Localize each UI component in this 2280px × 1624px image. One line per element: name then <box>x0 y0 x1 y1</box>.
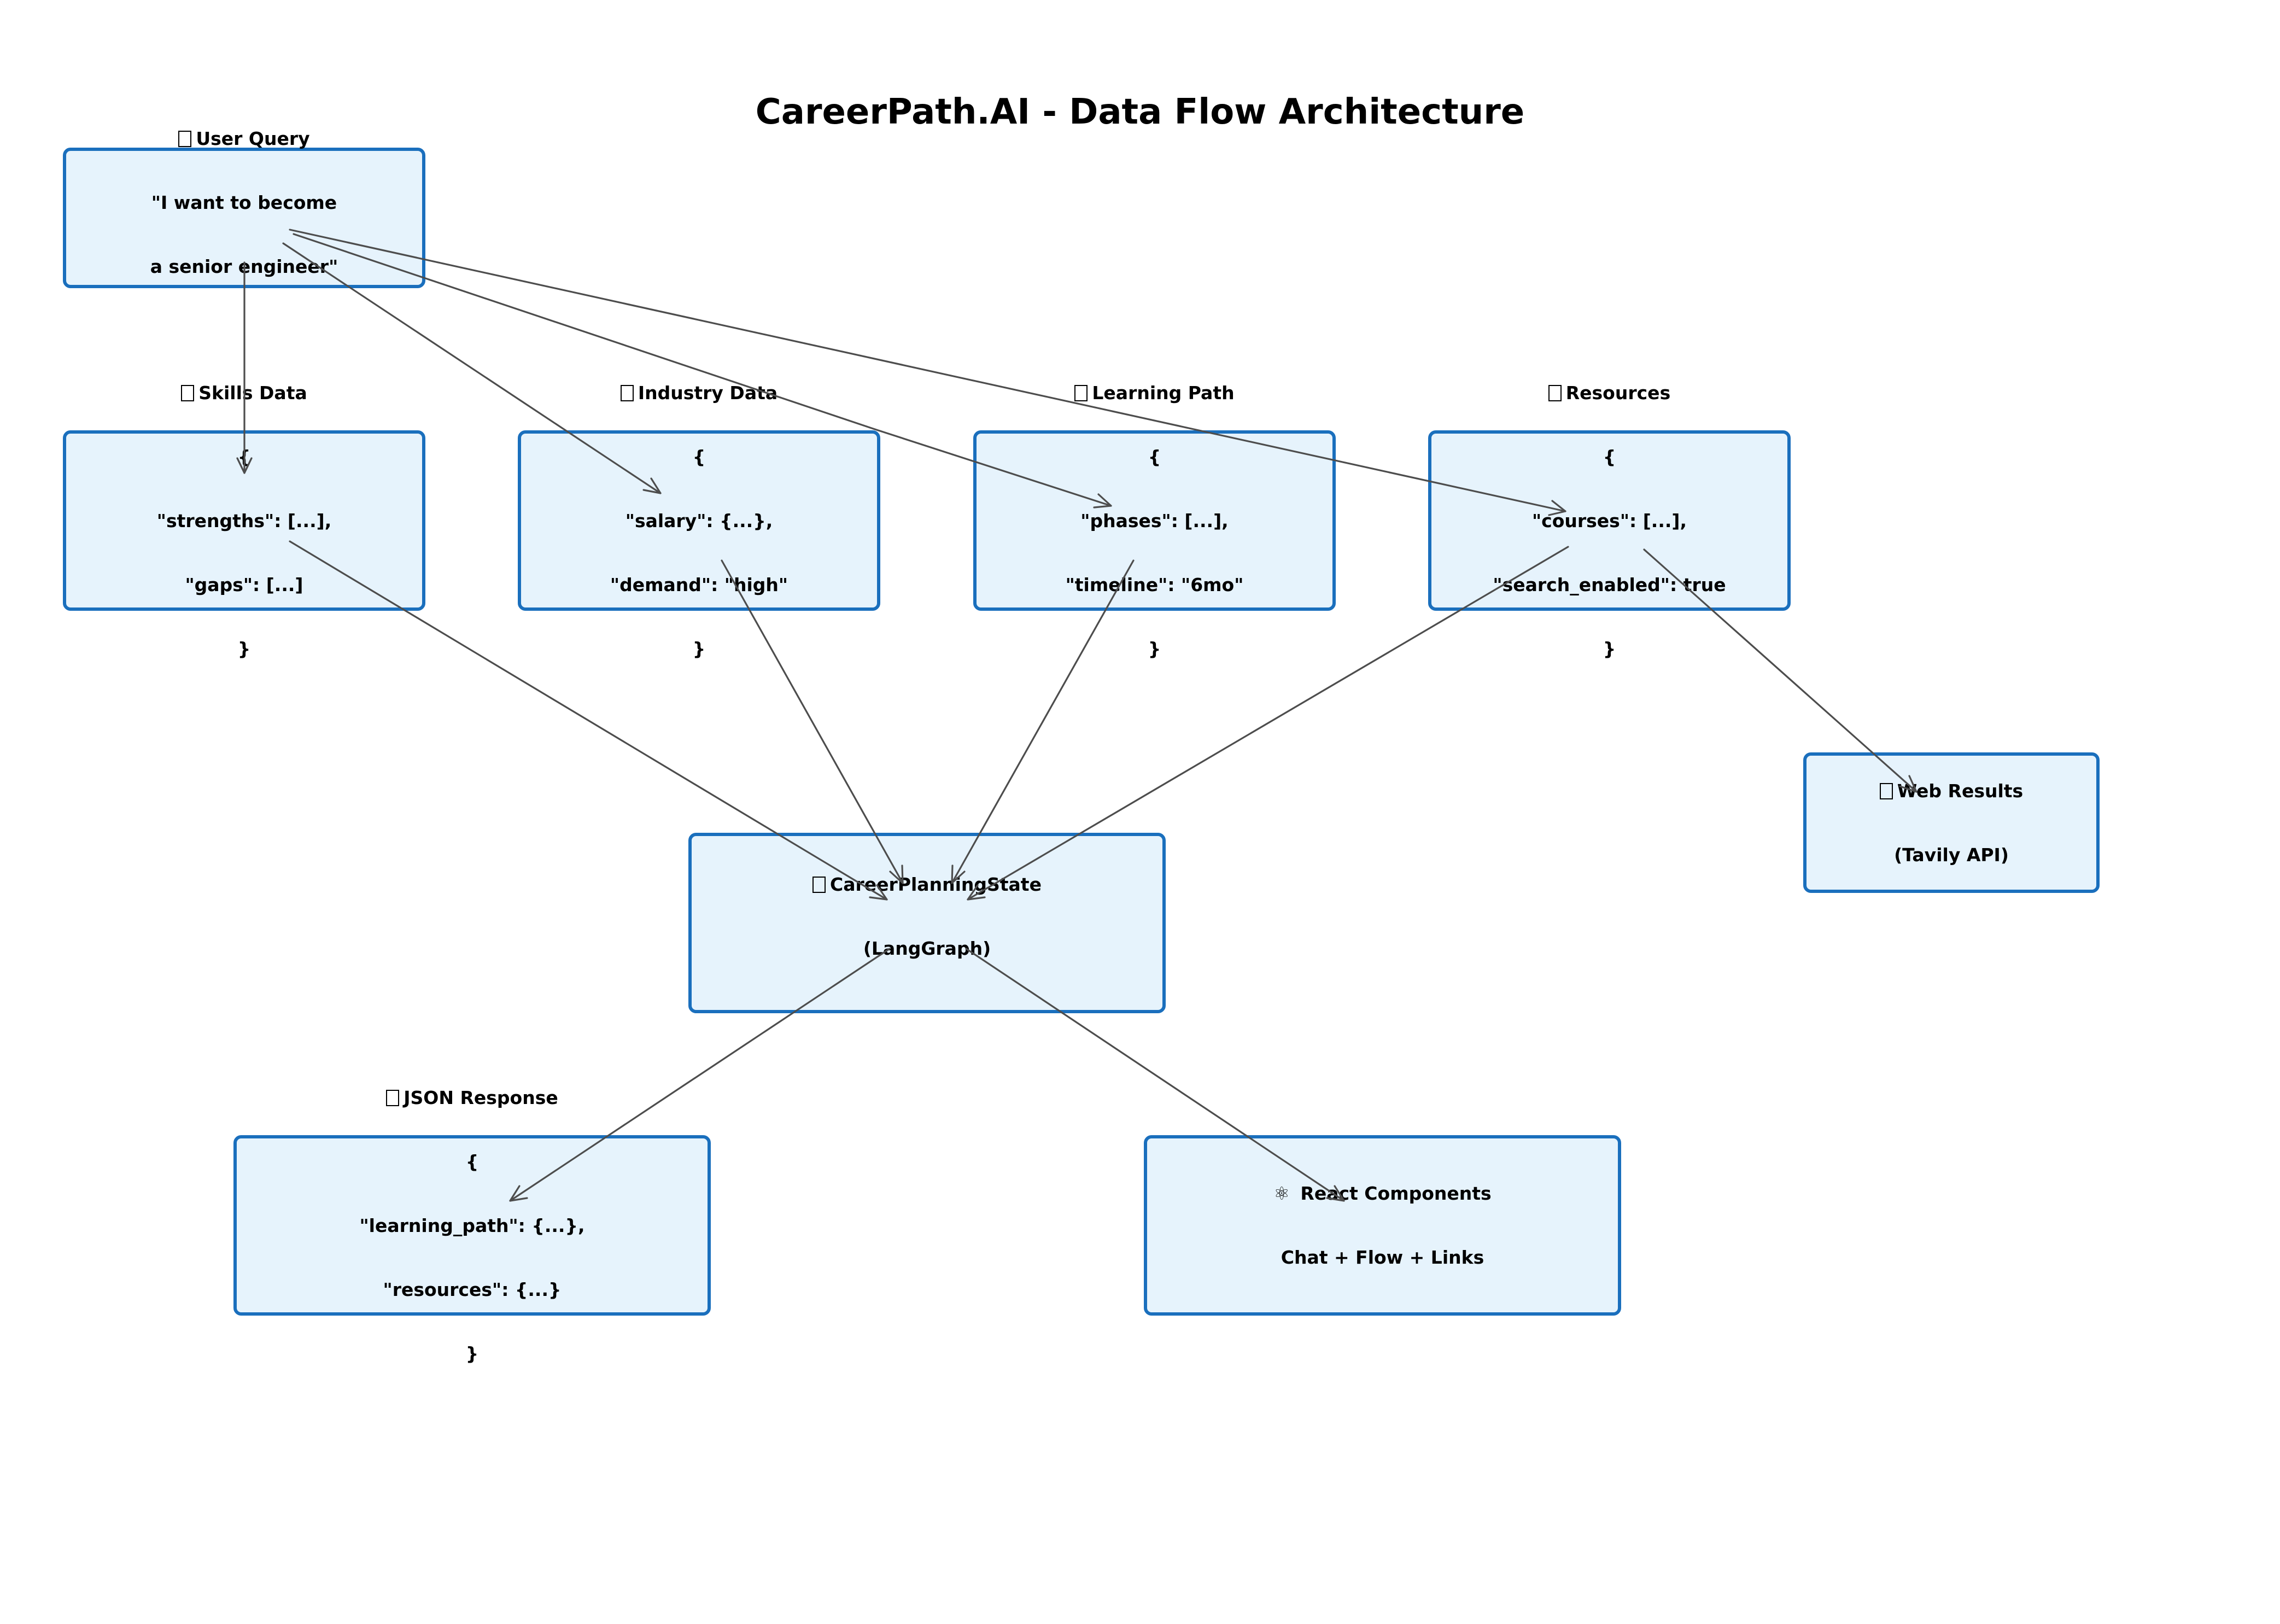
industry-data-line: "salary": {...}, <box>625 510 773 531</box>
user-query-line: a senior engineer" <box>150 256 338 277</box>
react-components-line: Chat + Flow + Links <box>1281 1247 1484 1268</box>
node-resources: Resources { "courses": [...], "search_en… <box>1428 382 1791 659</box>
skills-data-line: "gaps": [...] <box>185 574 303 595</box>
node-career-planning-state: CareerPlanningState (LangGraph) <box>688 833 1166 1013</box>
skills-data-line: { <box>237 446 251 468</box>
state-label: CareerPlanningState <box>830 873 1042 895</box>
json-response-line: "learning_path": {...}, <box>359 1214 585 1236</box>
package-icon <box>386 1089 400 1106</box>
node-industry-data: Industry Data { "salary": {...}, "demand… <box>518 382 880 659</box>
target-icon <box>181 384 195 401</box>
resources-line: { <box>1603 446 1616 468</box>
link-icon <box>1548 384 1562 401</box>
industry-data-line: } <box>692 638 706 659</box>
speech-bubble-icon <box>178 131 192 147</box>
resources-label: Resources <box>1565 382 1671 404</box>
web-results-label: Web Results <box>1897 780 2024 802</box>
chart-icon <box>620 384 634 401</box>
resources-line: } <box>1603 638 1616 659</box>
skills-data-line: "strengths": [...], <box>156 510 332 531</box>
diagram-title: CareerPath.AI - Data Flow Architecture <box>755 92 1525 132</box>
node-learning-path: Learning Path { "phases": [...], "timeli… <box>973 382 1336 659</box>
edge-user-query-to-resources <box>289 229 1566 516</box>
state-line: (LangGraph) <box>863 937 991 959</box>
resources-line: "courses": [...], <box>1531 510 1687 531</box>
resources-line: "search_enabled": true <box>1493 574 1726 595</box>
globe-icon <box>1879 782 1893 799</box>
industry-data-line: { <box>692 446 706 468</box>
learning-path-line: } <box>1148 638 1161 659</box>
learning-path-line: "timeline": "6mo" <box>1065 574 1244 595</box>
web-results-line: (Tavily API) <box>1894 844 2009 866</box>
node-web-results: Web Results (Tavily API) <box>1803 752 2100 893</box>
industry-data-label: Industry Data <box>638 382 778 404</box>
learning-path-line: "phases": [...], <box>1080 510 1229 531</box>
skills-data-label: Skills Data <box>198 382 307 404</box>
learning-path-label: Learning Path <box>1092 382 1235 404</box>
json-response-line: { <box>465 1150 479 1172</box>
json-response-line: } <box>465 1342 479 1364</box>
json-response-label: JSON Response <box>404 1086 558 1108</box>
user-query-line: "I want to become <box>151 192 337 213</box>
node-user-query: User Query "I want to become a senior en… <box>63 128 425 288</box>
node-json-response: JSON Response { "learning_path": {...}, … <box>233 1087 711 1364</box>
industry-data-line: "demand": "high" <box>610 574 788 595</box>
json-response-line: "resources": {...} <box>383 1278 562 1300</box>
brain-icon <box>812 876 826 893</box>
user-query-label: User Query <box>196 128 310 149</box>
node-react-components: ⚛ React Components Chat + Flow + Links <box>1144 1135 1621 1316</box>
react-components-label: React Components <box>1300 1183 1492 1204</box>
skills-data-line: } <box>237 638 251 659</box>
learning-path-line: { <box>1148 446 1161 468</box>
react-atom-icon: ⚛ <box>1273 1183 1290 1204</box>
node-skills-data: Skills Data { "strengths": [...], "gaps"… <box>63 382 425 659</box>
books-icon <box>1074 384 1088 401</box>
